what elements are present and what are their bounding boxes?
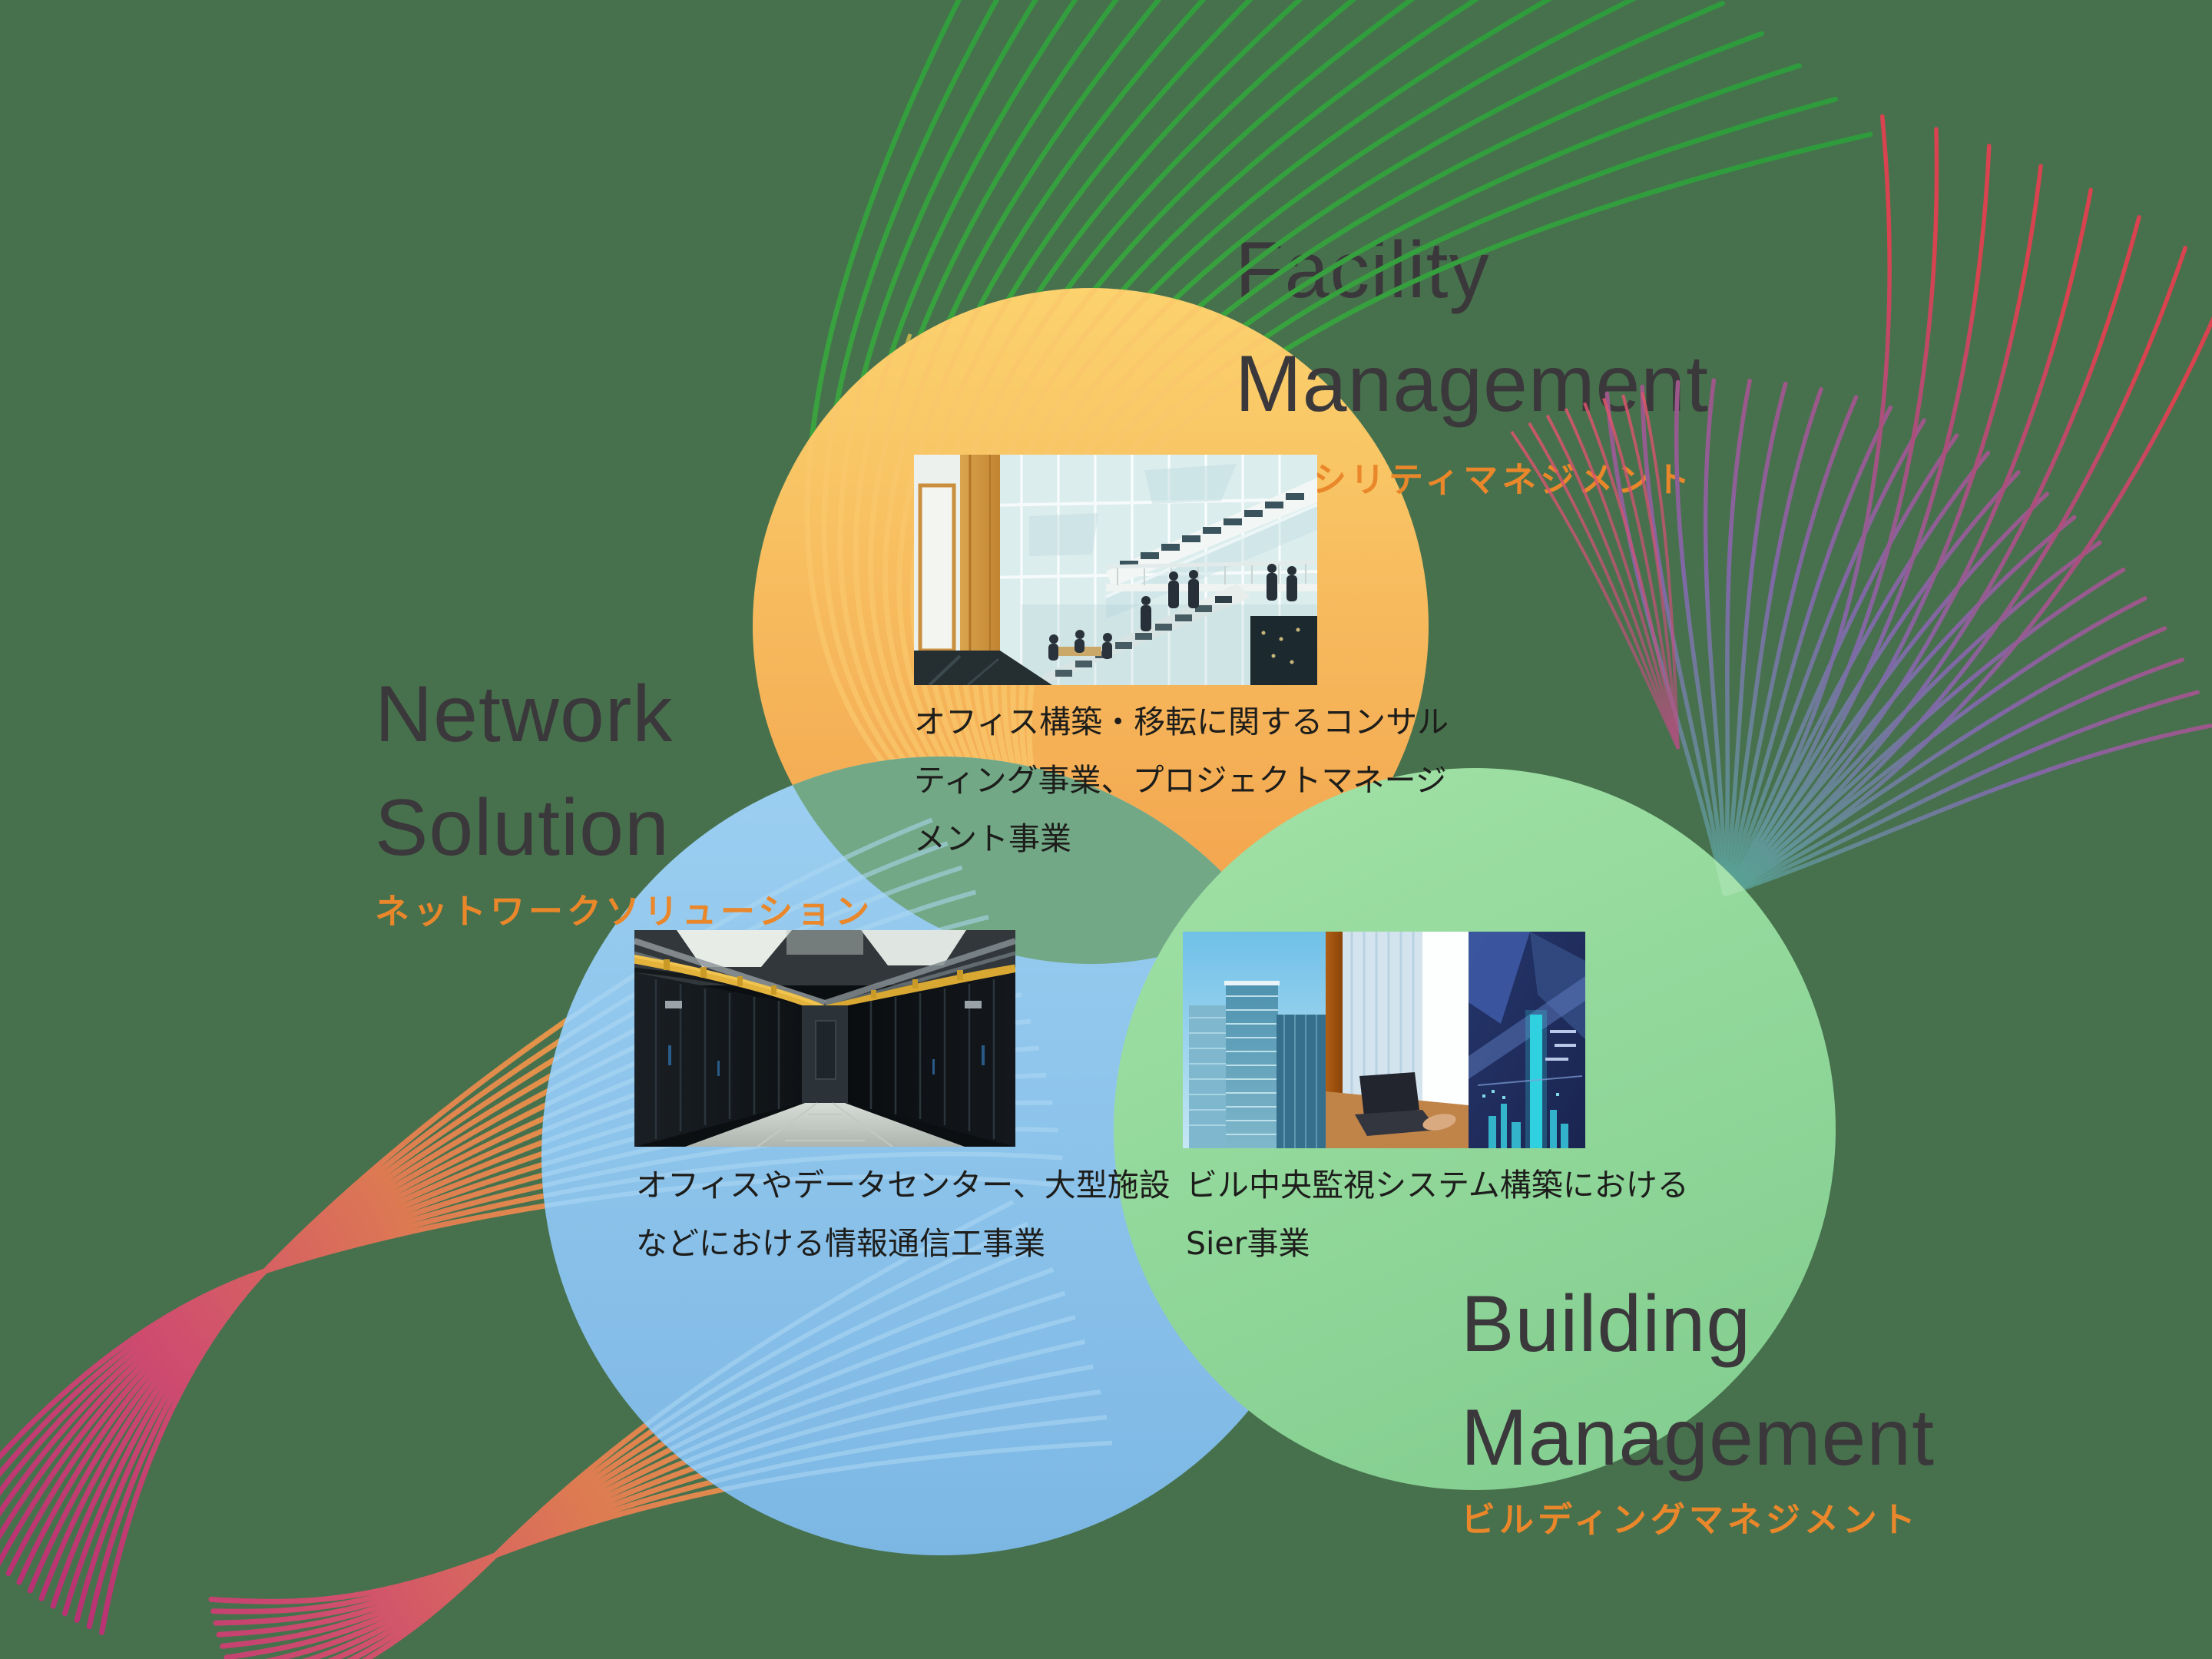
yellow-blue-overlap xyxy=(753,757,1340,964)
building-title: Building Management xyxy=(1461,1280,1936,1482)
building-subtitle: ビルディングマネジメント xyxy=(1461,1499,1919,1540)
building-management-montage-photo xyxy=(1183,932,1585,1148)
network-description: オフィスやデータセンター、大型施設 などにおける情報通信工事業 xyxy=(636,1167,1171,1262)
data-center-server-aisle-photo xyxy=(634,930,1015,1147)
network-subtitle: ネットワークソリューション xyxy=(375,891,874,932)
office-atrium-staircase-photo xyxy=(914,455,1317,685)
facility-description: オフィス構築・移転に関するコンサル ティング事業、プロジェクトマネージ メント事… xyxy=(914,704,1449,857)
building-description: ビル中央監視システム構築における Sier事業 xyxy=(1186,1167,1689,1262)
network-title: Network Solution xyxy=(375,670,674,873)
facility-title: Facility Management xyxy=(1235,226,1710,429)
